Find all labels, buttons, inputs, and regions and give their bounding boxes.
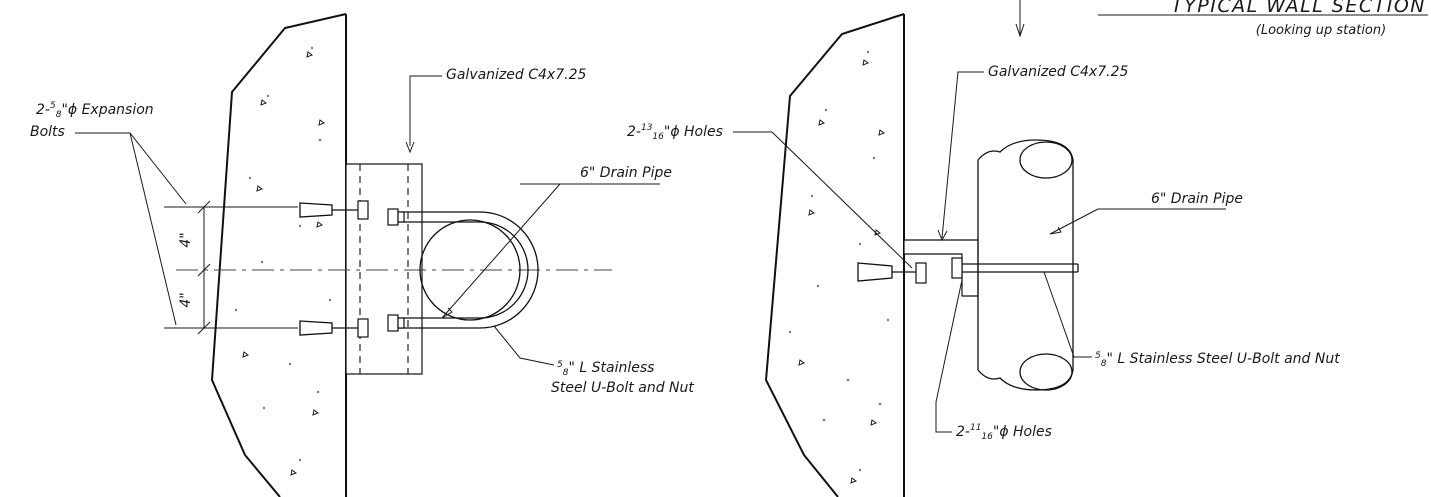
left-u-bolt-nut-upper: [387, 208, 399, 226]
left-pipe-label: 6" Drain Pipe: [580, 165, 672, 181]
left-concrete-stipple: [234, 46, 332, 476]
left-u-bolt-washer-upper: [397, 211, 405, 223]
right-detail: Galvanized C4x7.25 2-1316"ϕ Holes 6" Dra…: [627, 13, 1340, 497]
right-pipe-leader: [1049, 208, 1099, 235]
right-holes-label-prefix: 2-: [627, 124, 641, 140]
right-concrete-stipple: [788, 50, 890, 484]
left-concrete-wall: [210, 13, 347, 497]
right-drain-pipe: [977, 139, 1074, 391]
right-pipe-label: 6" Drain Pipe: [1151, 191, 1243, 207]
right-holes-label: 2-1316"ϕ Holes: [627, 123, 723, 142]
right-ubolt-fraction-den: 8: [1101, 359, 1107, 369]
right-holes2-label-suffix: "ϕ Holes: [993, 424, 1052, 440]
left-bolts-fraction-num: 5: [50, 101, 56, 111]
right-holes-fraction-den: 16: [652, 132, 664, 142]
view-arrow-head: [1015, 23, 1025, 38]
section-subtitle: (Looking up station): [1256, 23, 1386, 38]
right-channel-label: Galvanized C4x7.25: [988, 64, 1128, 80]
right-holes2-label: 2-1116"ϕ Holes: [956, 423, 1052, 442]
left-bolts-label-suffix: "ϕ Expansion: [61, 102, 153, 118]
left-bolts-label-prefix: 2-: [36, 102, 50, 118]
left-bolts-label: 2-58"ϕ Expansion: [36, 101, 154, 120]
right-channel-section: [903, 239, 979, 297]
right-holes2-leader: [935, 279, 963, 433]
left-drain-pipe: [419, 219, 521, 321]
left-u-bolt-washer-lower: [397, 317, 405, 329]
right-holes2-label-prefix: 2-: [956, 424, 970, 440]
left-ubolt-leader: [493, 325, 555, 366]
right-expansion-bolt: [857, 262, 927, 284]
left-u-bolt: [392, 211, 539, 329]
left-ubolt-label-line2: Steel U-Bolt and Nut: [551, 380, 694, 396]
left-channel-leader-arrow: [405, 141, 415, 154]
right-ubolt-fraction-num: 5: [1095, 351, 1101, 361]
left-channel-label: Galvanized C4x7.25: [446, 67, 586, 83]
right-u-bolt: [951, 257, 1079, 279]
right-holes-leader: [733, 131, 913, 269]
left-expansion-bolt-lower: [299, 318, 369, 338]
right-concrete-wall: [764, 13, 905, 497]
left-ubolt-label: 58" L Stainless: [557, 360, 654, 378]
left-channel-plate: [345, 163, 423, 375]
left-bolts-label-line2: Bolts: [30, 124, 65, 140]
right-ubolt-label-suffix: " L Stainless Steel U-Bolt and Nut: [1106, 351, 1340, 367]
right-pipe-leader-arrow: [1049, 226, 1062, 235]
left-ubolt-fraction-den: 8: [563, 368, 569, 378]
right-ubolt-leader: [1043, 271, 1092, 358]
right-holes2-fraction-num: 11: [970, 423, 981, 433]
left-ubolt-fraction-num: 5: [557, 360, 563, 370]
section-title: TYPICAL WALL SECTION: [1171, 0, 1426, 17]
right-ubolt-label: 58" L Stainless Steel U-Bolt and Nut: [1095, 351, 1340, 369]
left-bolts-fraction-den: 8: [56, 110, 62, 120]
left-ubolt-label-line1: " L Stainless: [568, 360, 654, 376]
left-expansion-bolt-upper: [299, 200, 369, 220]
left-u-bolt-nut-lower: [387, 314, 399, 332]
left-dimension-upper: 4": [178, 232, 194, 247]
right-holes-label-suffix: "ϕ Holes: [664, 124, 723, 140]
left-dimension-group: [164, 200, 298, 335]
left-channel-leader: [409, 75, 442, 146]
left-pipe-leader: [441, 183, 561, 319]
left-dimension-lower: 4": [178, 292, 194, 307]
title-block: TYPICAL WALL SECTION (Looking up station…: [1015, 0, 1428, 38]
right-holes-fraction-num: 13: [641, 123, 653, 133]
right-channel-leader: [941, 71, 984, 239]
right-channel-leader-arrow: [937, 229, 948, 242]
left-pipe-leader-arrow: [441, 307, 453, 319]
right-holes2-fraction-den: 16: [981, 432, 993, 442]
left-bolts-leader: [75, 132, 187, 326]
left-detail: 4" 4" Galvanized C4x7.25 2-58"ϕ Expansio…: [30, 13, 694, 497]
